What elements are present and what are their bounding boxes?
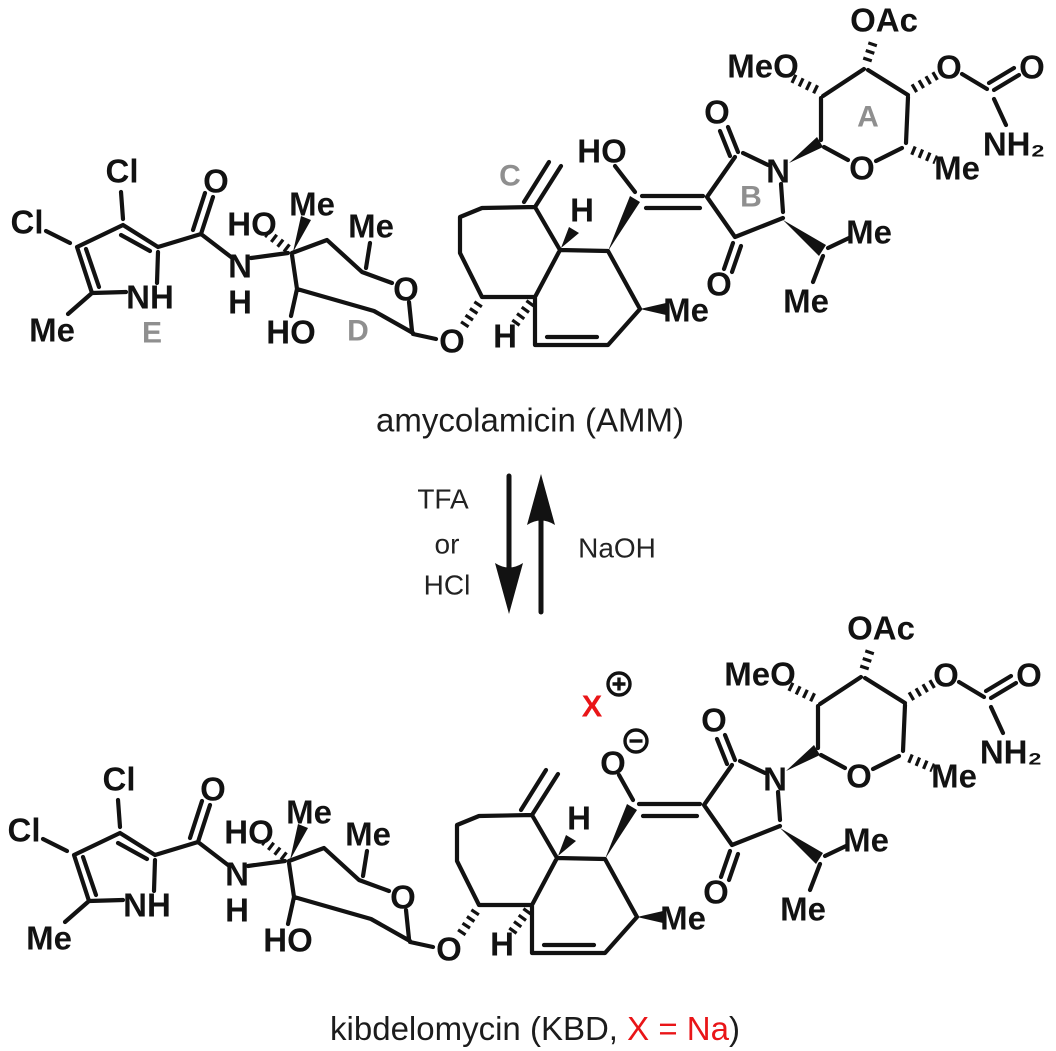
enol-hydroxyl-label: HO (577, 133, 627, 170)
caption-highlight: X = Na (627, 1010, 729, 1047)
reverse-arrow-head (527, 474, 555, 525)
ring-label-d: D (347, 315, 369, 348)
ring-label-b: B (740, 181, 762, 214)
minus-charge-icon (623, 728, 649, 754)
enolate-oxygen-label: O (600, 745, 626, 782)
kibdelomycin-skeleton (8, 610, 1043, 968)
plus-charge-icon (606, 671, 632, 697)
top-molecule-caption: amycolamicin (AMM) (376, 402, 684, 439)
bottom-molecule-caption: kibdelomycin (KBD, X = Na) (330, 1010, 740, 1047)
caption-suffix: ) (729, 1010, 740, 1047)
enol-oh-bond (612, 163, 638, 195)
ring-label-e: E (142, 317, 162, 350)
ring-label-c: C (499, 160, 521, 193)
caption-prefix: kibdelomycin (KBD, (330, 1010, 627, 1047)
equilibrium-arrows: TFA or HCl NaOH (417, 473, 656, 615)
reagent-tfa: TFA (417, 484, 469, 515)
forward-arrow-head (495, 563, 523, 614)
molecule-amycolamicin: HO A B C D E (11, 2, 1046, 360)
amycolamicin-skeleton (11, 2, 1046, 360)
enolate-o-bond (616, 772, 636, 803)
reagent-hcl: HCl (424, 570, 471, 601)
ring-label-a: A (857, 101, 879, 134)
reagent-naoh: NaOH (578, 533, 656, 564)
molecule-kibdelomycin: O X (8, 610, 1043, 968)
counterion-x-label: X (582, 689, 603, 724)
reagent-or: or (435, 529, 460, 560)
